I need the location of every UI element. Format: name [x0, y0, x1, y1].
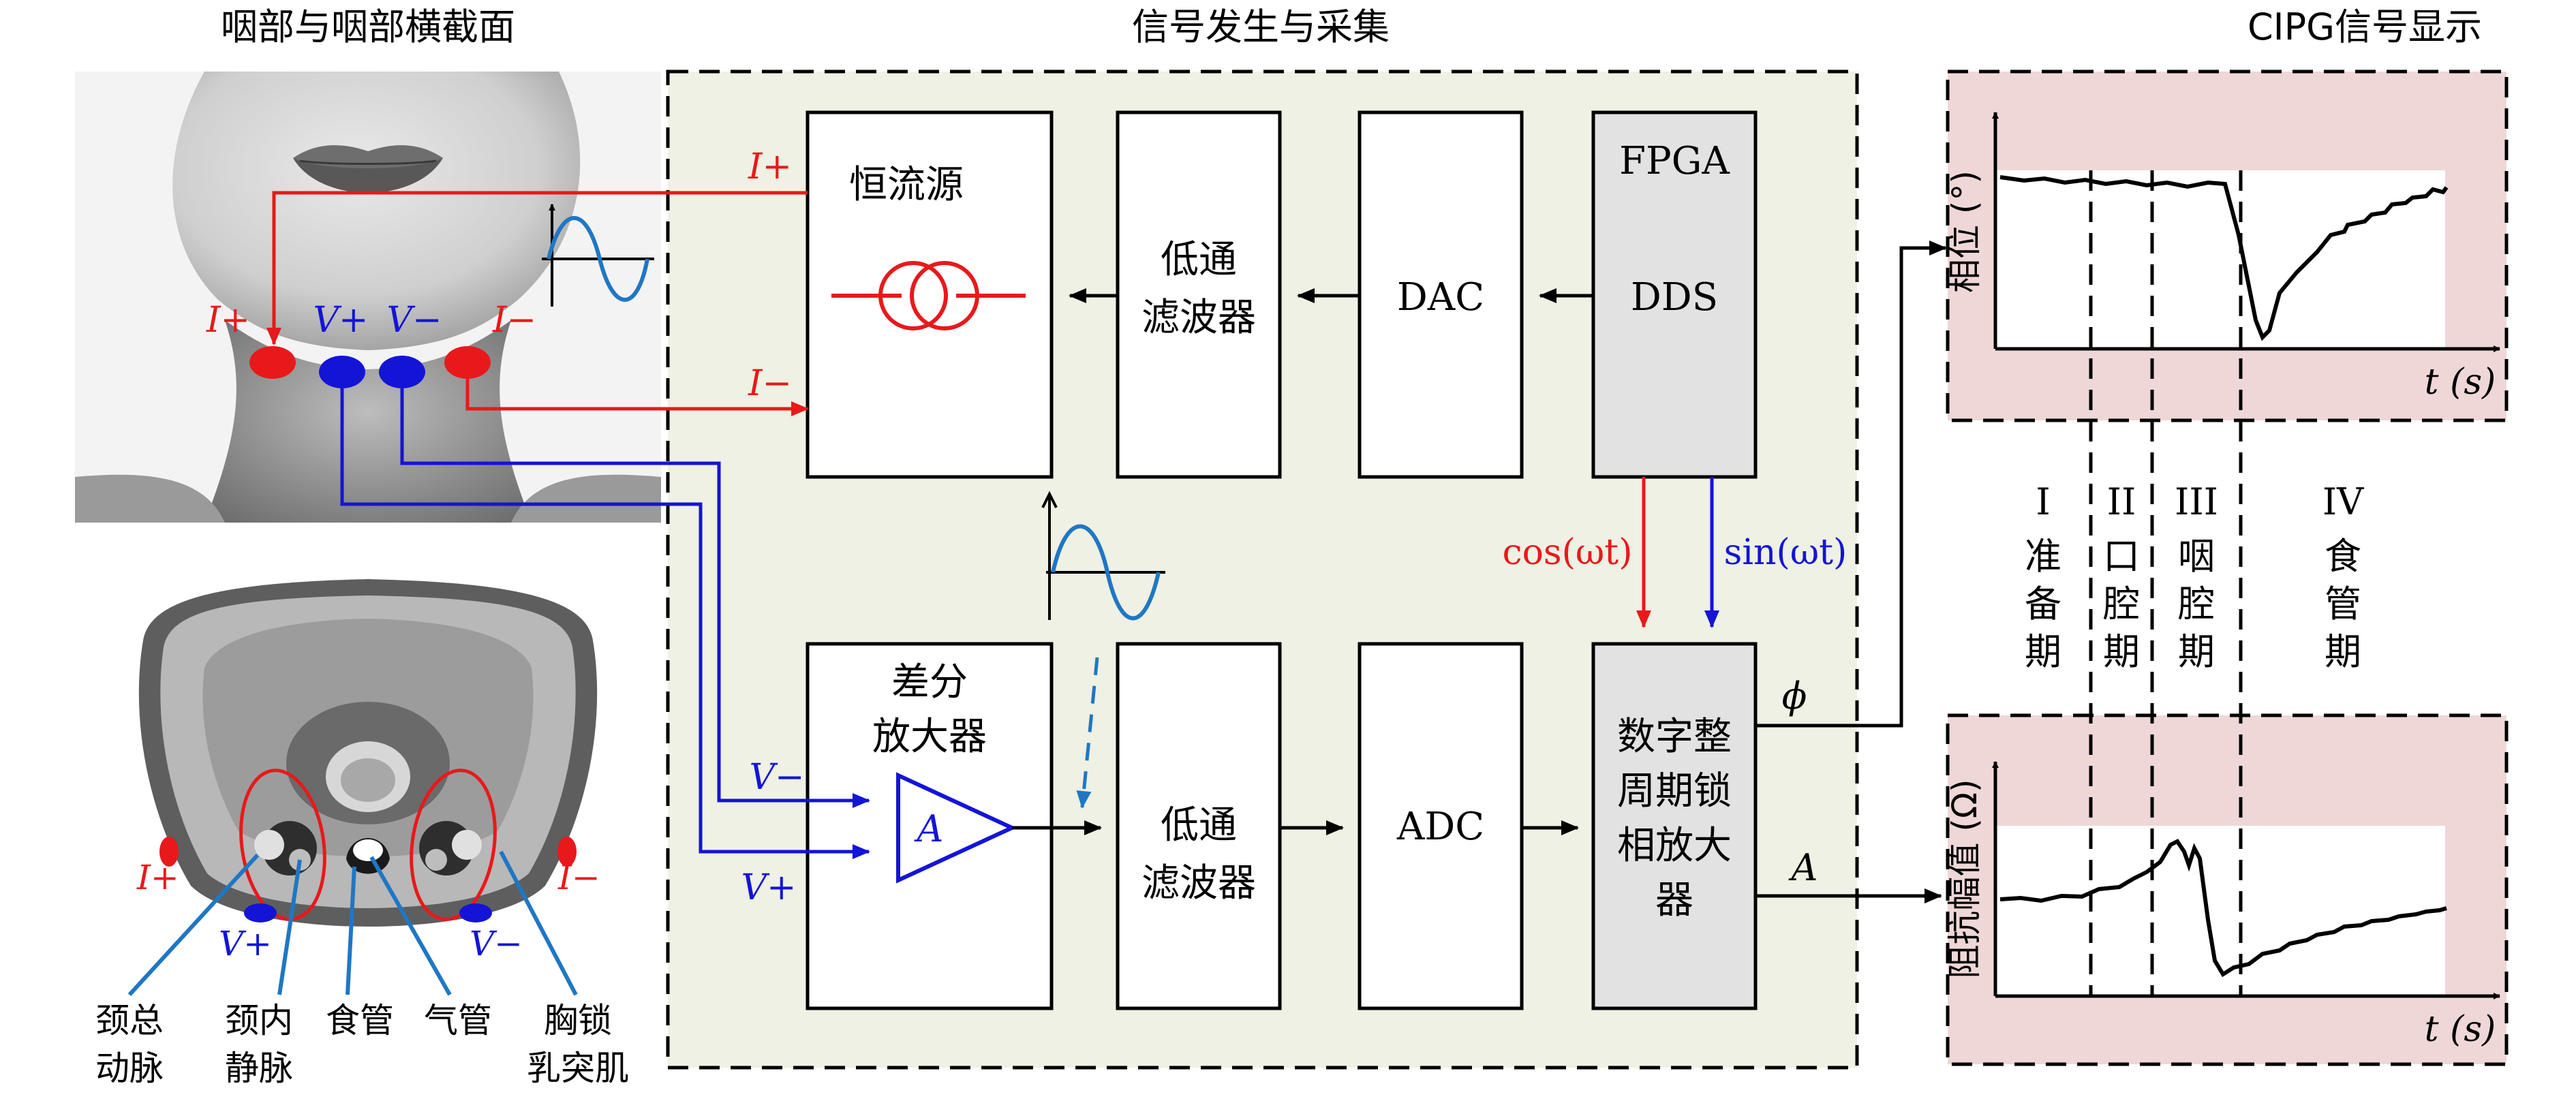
wire-v-minus [400, 388, 870, 808]
title-right: CIPG信号显示 [2248, 5, 2482, 48]
current-sine-icon [542, 204, 654, 307]
adc-label: ADC [1396, 805, 1484, 849]
face-label-i-plus: I+ [206, 300, 250, 341]
label-jugular-2: 静脉 [225, 1049, 293, 1088]
label-carotid-1: 颈总 [95, 1001, 164, 1040]
label-esophagus: 食管 [326, 1001, 394, 1040]
lockin-label-2: 周期锁 [1617, 769, 1732, 813]
cs-electrode-v-plus [244, 903, 277, 922]
phase-y-label: 相位 (°) [1945, 170, 1984, 293]
current-source-symbol [831, 261, 1026, 330]
lockin-label-4: 器 [1655, 878, 1693, 922]
phase-3-char-2: 腔 [2178, 583, 2215, 625]
phase-3-char-3: 期 [2178, 630, 2215, 673]
adc-block [1358, 642, 1524, 1010]
phase-2-numeral: II [2107, 480, 2136, 523]
amplitude-output-label: A [1788, 846, 1818, 889]
lpf-top-label-2: 滤波器 [1141, 296, 1256, 340]
label-carotid-2: 动脉 [95, 1049, 164, 1088]
phase-plot-area [1995, 170, 2445, 349]
dds-label: DDS [1631, 275, 1718, 320]
amplifier-symbol-label: A [914, 807, 944, 850]
diff-amp-label-1: 差分 [891, 660, 968, 704]
lpf-bottom-label-2: 滤波器 [1141, 861, 1256, 905]
phase-4-char-2: 管 [2325, 583, 2361, 625]
phase-1-char-1: 准 [2025, 535, 2061, 578]
cs-label-v-plus: V+ [219, 924, 272, 963]
fpga-label: FPGA [1619, 139, 1730, 183]
title-left: 咽部与咽部横截面 [221, 5, 515, 48]
phase-3-numeral: III [2175, 480, 2218, 523]
wire-i-minus [465, 379, 809, 416]
face-electrode-i-plus [249, 346, 296, 379]
phase-x-label: t (s) [2425, 362, 2496, 403]
wire-label-v-minus: V− [749, 757, 804, 798]
cs-electrode-v-minus [459, 903, 492, 922]
label-trachea: 气管 [424, 1001, 492, 1040]
neck-cross-section [138, 579, 598, 927]
wire-label-i-minus: I− [748, 363, 792, 404]
phase-4-numeral: IV [2322, 480, 2364, 523]
wire-label-i-plus: I+ [748, 146, 792, 187]
phase-4-char-3: 期 [2325, 630, 2361, 673]
phase-2-char-3: 期 [2103, 630, 2140, 673]
cs-label-v-minus: V− [470, 924, 523, 963]
face-label-v-minus: V− [386, 300, 442, 341]
left-carotid-ring [239, 769, 326, 921]
lockin-label-1: 数字整 [1617, 715, 1732, 759]
face-electrode-v-plus [319, 356, 365, 388]
lpf-bottom-label-1: 低通 [1161, 803, 1237, 848]
face-electrode-v-minus [379, 356, 425, 388]
lpf-top-block [1116, 110, 1282, 479]
amplifier-triangle [896, 772, 1017, 884]
phase-3-char-1: 咽 [2178, 535, 2215, 578]
fpga-dds-block [1591, 110, 1758, 479]
phase-labels: I 准 备 期 II 口 腔 期 III 咽 腔 期 IV 食 管 期 [2025, 480, 2364, 673]
amplitude-y-label: 阻抗幅值 (Ω) [1945, 779, 1984, 978]
voltage-sine-icon [1041, 491, 1165, 621]
right-carotid-ring [410, 769, 497, 921]
label-scm-2: 乳突肌 [527, 1049, 629, 1088]
face-label-v-plus: V+ [313, 300, 368, 341]
amplitude-x-label: t (s) [2425, 1009, 2496, 1050]
wire-label-v-plus: V+ [741, 867, 796, 908]
phase-output-line [1755, 241, 1947, 728]
lockin-label-3: 相放大 [1617, 824, 1732, 868]
diff-amp-label-2: 放大器 [872, 715, 987, 759]
lockin-block [1591, 642, 1758, 1010]
face-photo [75, 72, 661, 523]
title-middle: 信号发生与采集 [1132, 5, 1390, 48]
phase-output-label: ϕ [1782, 674, 1807, 717]
voltage-sine-pointer [1076, 657, 1099, 809]
cos-label: cos(ωt) [1503, 532, 1633, 573]
phase-2-char-2: 腔 [2103, 583, 2140, 625]
phase-dividers [2089, 170, 2243, 996]
cs-label-i-plus: I+ [136, 858, 179, 897]
sin-label: sin(ωt) [1724, 532, 1847, 573]
phase-trace [1999, 175, 2449, 341]
phase-4-char-1: 食 [2325, 535, 2361, 578]
face-electrode-i-minus [444, 346, 491, 379]
phase-2-char-1: 口 [2103, 535, 2140, 578]
phase-1-char-2: 备 [2025, 583, 2061, 625]
phase-1-numeral: I [2036, 480, 2050, 523]
cs-electrode-i-minus [557, 837, 577, 867]
lpf-top-label-1: 低通 [1161, 238, 1237, 282]
label-jugular-1: 颈内 [225, 1001, 293, 1040]
current-source-label: 恒流源 [849, 163, 964, 207]
amplitude-trace [1999, 839, 2447, 978]
anatomy-pointers [127, 850, 578, 997]
cs-electrode-i-plus [159, 837, 179, 867]
wire-i-plus [266, 191, 808, 345]
face-label-i-minus: I− [492, 300, 536, 341]
dac-label: DAC [1397, 275, 1484, 320]
phase-1-char-3: 期 [2025, 630, 2061, 673]
label-scm-1: 胸锁 [544, 1001, 612, 1040]
wire-v-plus [340, 388, 870, 859]
cs-label-i-minus: I− [557, 858, 600, 897]
